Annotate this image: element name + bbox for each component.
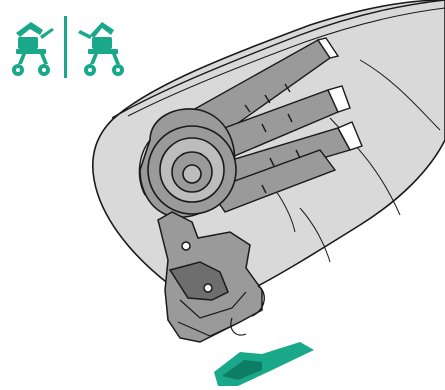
stroller-forward-facing-icon xyxy=(78,22,124,76)
hinge-hub xyxy=(139,109,236,217)
slide-in-arrow-icon xyxy=(214,342,314,386)
stroller-parent-facing-icon xyxy=(12,22,54,76)
icon-divider xyxy=(64,16,67,78)
